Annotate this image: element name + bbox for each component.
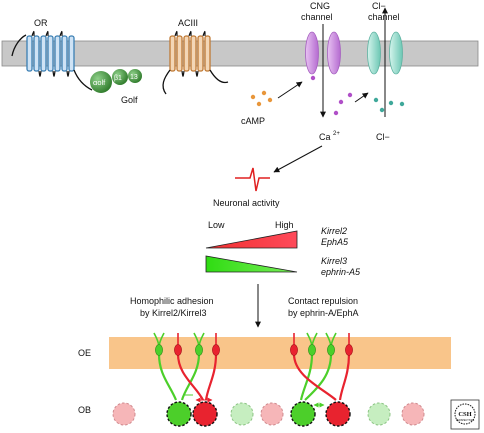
red-gradient-wedge — [205, 230, 298, 249]
contact-repulsion-label-1: Contact repulsion — [288, 296, 358, 306]
logo-text: CSH — [458, 411, 471, 418]
glomerulus-red-2 — [325, 401, 351, 427]
glomerulus-pale-red-2 — [260, 402, 284, 426]
ob-label: OB — [78, 405, 91, 415]
glomerulus-green-2 — [290, 401, 316, 427]
cl-ion-label: Cl− — [376, 132, 390, 142]
aciii-enzyme — [162, 30, 229, 95]
cng-channel-label-1: CNG — [310, 1, 330, 11]
high-label: High — [275, 220, 294, 230]
gene-epha5-label: EphA5 — [321, 237, 349, 247]
golf-gamma-label: 13 — [130, 74, 138, 81]
ca-label: Ca — [319, 132, 331, 142]
ca-ions — [310, 75, 353, 116]
ca-superscript: 2+ — [333, 131, 340, 137]
green-gradient-wedge — [205, 255, 298, 273]
camp-label: cAMP — [241, 116, 265, 126]
ca-to-cl-arrow — [354, 92, 369, 103]
gene-kirrel3-label: Kirrel3 — [321, 256, 347, 266]
or-label: OR — [34, 18, 48, 28]
golf-beta-label: β1 — [114, 75, 122, 82]
camp-to-cng-arrow — [277, 81, 303, 99]
right-neuron-group — [290, 332, 353, 408]
golf-protein — [90, 69, 142, 93]
glomerulus-green-1 — [166, 401, 192, 427]
glomerulus-pale-green-1 — [230, 402, 254, 426]
low-label: Low — [208, 220, 225, 230]
gene-ephrina5-label: ephrin-A5 — [321, 267, 361, 277]
golf-alpha-label: αolf — [93, 78, 106, 87]
glomerulus-pale-red-1 — [112, 402, 136, 426]
camp-molecules — [250, 90, 273, 107]
cl-channel-label-2: channel — [368, 12, 400, 22]
glomerulus-red-1 — [192, 401, 218, 427]
glomerulus-pale-red-3 — [401, 402, 425, 426]
csh-perspectives-logo: CSH PERSPECTIVES — [450, 399, 480, 430]
homophilic-label-1: Homophilic adhesion — [130, 296, 214, 306]
gene-kirrel2-label: Kirrel2 — [321, 226, 347, 236]
neuronal-activity-label: Neuronal activity — [213, 198, 280, 208]
signal-to-activity-arrow — [273, 145, 323, 173]
logo-sub: PERSPECTIVES — [456, 419, 475, 422]
golf-label: Golf — [121, 95, 138, 105]
action-potential-spike — [235, 167, 270, 192]
cng-channel-label-2: channel — [301, 12, 333, 22]
glomerulus-pale-green-2 — [367, 402, 391, 426]
cl-ions — [373, 97, 405, 113]
oe-band — [109, 337, 451, 369]
cl-channel — [367, 31, 403, 75]
or-receptor — [11, 30, 93, 91]
cl-channel-label-1: Cl− — [372, 1, 386, 11]
cng-channel — [305, 31, 341, 75]
homophilic-label-2: by Kirrel2/Kirrel3 — [140, 308, 207, 318]
aciii-label: ACIII — [178, 18, 198, 28]
left-neuron-group — [153, 332, 220, 403]
contact-repulsion-label-2: by ephrin-A/EphA — [288, 308, 359, 318]
ob-glomeruli — [112, 401, 425, 427]
oe-label: OE — [78, 348, 91, 358]
